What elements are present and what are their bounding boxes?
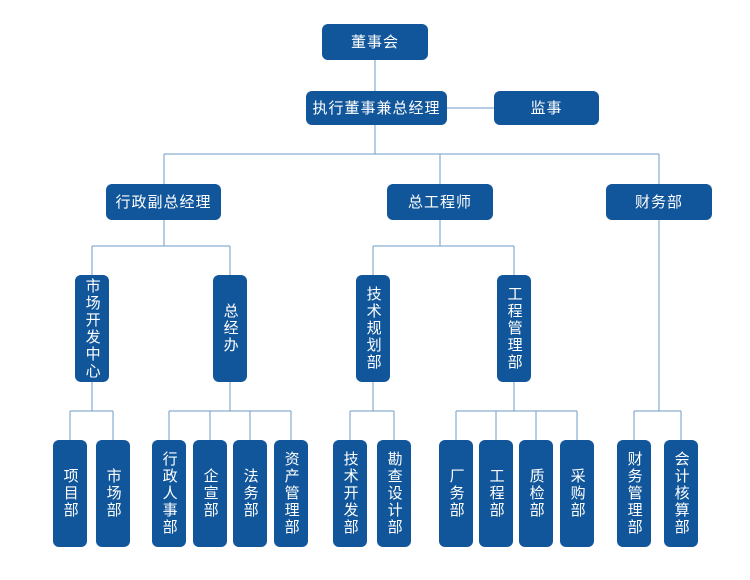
asset-mgmt-box: 资产管理部 bbox=[274, 440, 308, 547]
accounting-box: 会计核算部 bbox=[664, 440, 698, 547]
survey-design-box: 勘查设计部 bbox=[377, 440, 411, 547]
ceo-box: 执行董事兼总经理 bbox=[306, 91, 447, 125]
plant-box: 厂务部 bbox=[439, 440, 473, 547]
procurement-box: 采购部 bbox=[560, 440, 594, 547]
chief-engineer-box: 总工程师 bbox=[387, 184, 493, 220]
vp-admin-box: 行政副总经理 bbox=[106, 184, 221, 220]
supervisor-box: 监事 bbox=[494, 91, 599, 125]
legal-box: 法务部 bbox=[233, 440, 267, 547]
projects-dept-box: 项目部 bbox=[53, 440, 87, 547]
tech-dev-box: 技术开发部 bbox=[333, 440, 367, 547]
finance-mgmt-box: 财务管理部 bbox=[617, 440, 651, 547]
admin-hr-box: 行政人事部 bbox=[152, 440, 186, 547]
enterprise-pr-box: 企宣部 bbox=[193, 440, 227, 547]
quality-box: 质检部 bbox=[519, 440, 553, 547]
engineering-box: 工程部 bbox=[479, 440, 513, 547]
gm-office-box: 总经办 bbox=[213, 275, 247, 382]
tech-planning-box: 技术规划部 bbox=[356, 275, 390, 382]
finance-box: 财务部 bbox=[606, 184, 712, 220]
market-dept-box: 市场部 bbox=[96, 440, 130, 547]
eng-mgmt-box: 工程管理部 bbox=[497, 275, 531, 382]
market-center-box: 市场开发中心 bbox=[75, 275, 109, 382]
board-box: 董事会 bbox=[322, 24, 428, 60]
